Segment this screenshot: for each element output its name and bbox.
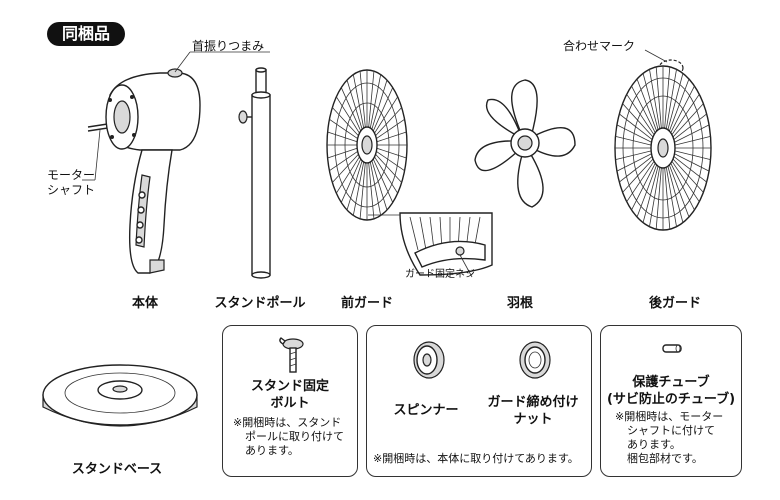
protective-tube-note-line4: 梱包部材です。 [627, 452, 703, 465]
stand-bolt-title-line1: スタンド固定 [250, 379, 329, 394]
stand-bolt-note-line3: あります。 [245, 444, 299, 457]
part-name-blade: 羽根 [506, 296, 533, 311]
guard-screw-label: ガード固定ネジ [405, 269, 475, 280]
protective-tube-note-line3: あります。 [627, 438, 681, 451]
motor-shaft-label: モーター シャフト [47, 168, 95, 198]
stand-bolt-note-line2: ポールに取り付けて [245, 430, 344, 443]
stand-base-illustration [42, 364, 198, 427]
neck-knob-label: 首振りつまみ [192, 39, 265, 53]
guard-screw-detail [368, 212, 493, 278]
part-name-stand-pole: スタンドポール [214, 296, 306, 311]
guard-nut-icon [519, 341, 551, 379]
motor-shaft-leader [82, 129, 101, 181]
section-title: 同梱品 [47, 22, 125, 46]
guard-nut-label-line2: ナット [513, 412, 553, 427]
part-name-rear-guard: 後ガード [648, 296, 701, 311]
body-illustration [87, 68, 201, 274]
stand-bolt-box: スタンド固定 ボルト ※開梱時は、スタンド ポールに取り付けて あります。 [222, 325, 358, 477]
stand-bolt-icon [279, 337, 304, 373]
protective-tube-icon [662, 344, 682, 353]
neck-knob-leader [174, 51, 270, 73]
part-name-front-guard: 前ガード [340, 296, 393, 311]
stand-bolt-title-line2: ボルト [270, 396, 310, 411]
spinner-nut-box: スピンナー ガード締め付け ナット ※開梱時は、本体に取り付けてあります。 [366, 325, 592, 477]
stand-bolt-note-line1: ※開梱時は、スタンド [233, 416, 342, 429]
guard-nut-label: ガード締め付け ナット [479, 394, 587, 428]
protective-tube-title: 保護チューブ (サビ防止のチューブ) [601, 374, 741, 408]
stand-bolt-title: スタンド固定 ボルト [223, 378, 357, 412]
protective-tube-note-line1: ※開梱時は、モーター [615, 410, 724, 423]
stand-pole-illustration [238, 67, 271, 279]
protective-tube-note: ※開梱時は、モーター シャフトに付けて あります。 梱包部材です。 [615, 410, 723, 466]
part-name-body: 本体 [131, 296, 158, 311]
spinner-icon [413, 341, 445, 379]
blade-illustration [474, 79, 576, 208]
part-name-stand-base: スタンドベース [71, 462, 163, 477]
spinner-nut-note: ※開梱時は、本体に取り付けてあります。 [373, 452, 579, 465]
guard-nut-label-line1: ガード締め付け [487, 395, 579, 410]
motor-shaft-label-line1: モーター [47, 168, 96, 182]
alignment-mark-label: 合わせマーク [563, 39, 636, 53]
protective-tube-title-line1: 保護チューブ [632, 375, 710, 390]
front-guard-illustration [326, 69, 408, 221]
rear-guard-illustration [614, 49, 712, 231]
stand-bolt-note: ※開梱時は、スタンド ポールに取り付けて あります。 [233, 416, 344, 458]
spinner-label: スピンナー [393, 403, 459, 418]
protective-tube-note-line2: シャフトに付けて [627, 424, 715, 437]
protective-tube-title-line2: (サビ防止のチューブ) [606, 392, 736, 407]
protective-tube-box: 保護チューブ (サビ防止のチューブ) ※開梱時は、モーター シャフトに付けて あ… [600, 325, 742, 477]
motor-shaft-label-line2: シャフト [47, 183, 96, 197]
